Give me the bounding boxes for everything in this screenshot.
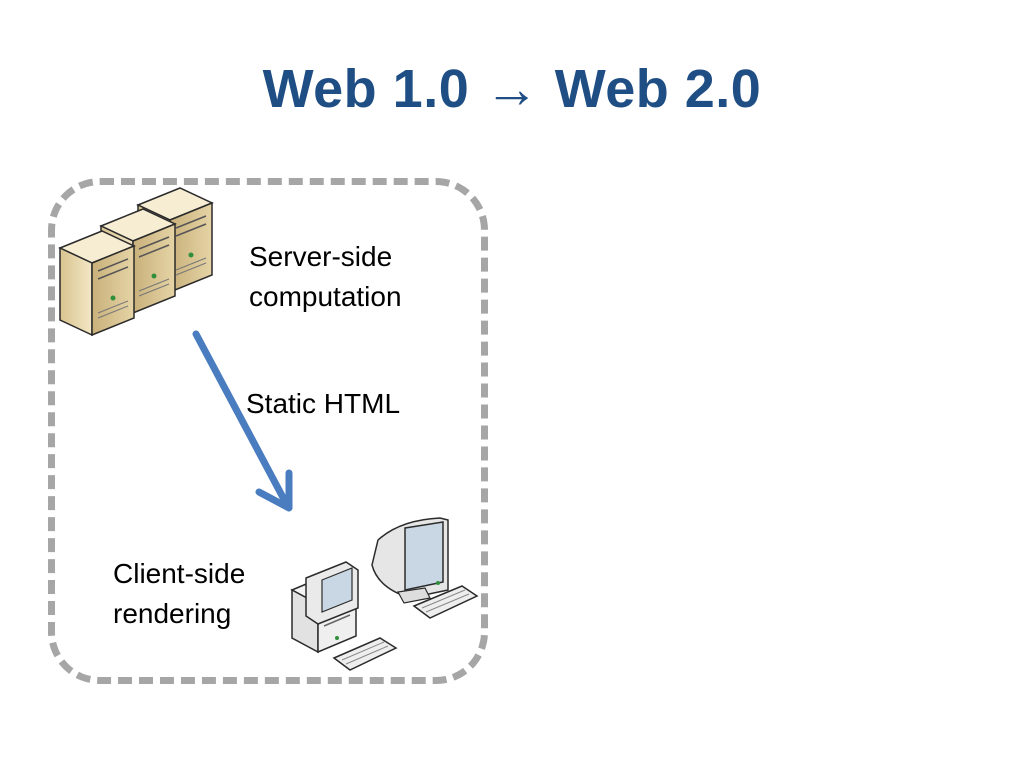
diagram-frame bbox=[48, 178, 488, 684]
slide-title: Web 1.0 → Web 2.0 bbox=[262, 59, 762, 119]
arrow-label: Static HTML bbox=[246, 388, 401, 419]
client-side-label-line1: Client-side bbox=[113, 558, 246, 589]
server-side-label-line1: Server-side bbox=[249, 241, 393, 272]
client-side-label: Client-side rendering bbox=[113, 554, 245, 634]
server-side-label-line2: computation bbox=[249, 281, 402, 312]
crt-monitor-icon bbox=[371, 517, 479, 619]
server-side-label: Server-side computation bbox=[249, 237, 402, 317]
client-side-label-line2: rendering bbox=[113, 598, 232, 629]
